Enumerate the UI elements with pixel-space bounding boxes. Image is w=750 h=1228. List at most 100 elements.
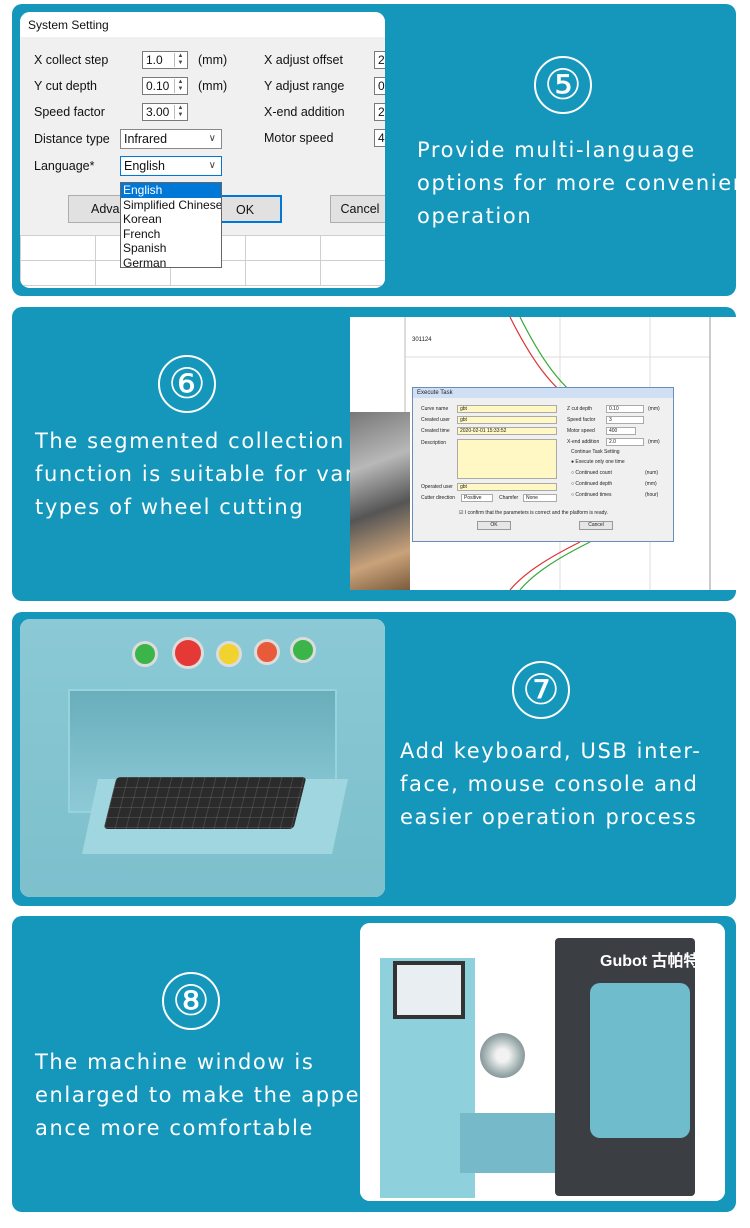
created-time-label: Created time bbox=[421, 428, 450, 434]
feature-text-8: The machine window is enlarged to make t… bbox=[35, 1046, 393, 1145]
language-option[interactable]: Korean bbox=[123, 212, 162, 226]
red-button-icon bbox=[254, 639, 280, 665]
x-end-addition-label: X-end addition bbox=[567, 439, 600, 445]
spin-arrows-icon[interactable]: ▲▼ bbox=[174, 105, 186, 119]
motor-speed-label: Motor speed bbox=[264, 131, 334, 145]
emergency-stop-icon bbox=[172, 637, 204, 669]
text-line: function is suitable for various bbox=[35, 462, 405, 486]
curve-name-input[interactable]: gbt bbox=[457, 405, 557, 413]
language-option[interactable]: English bbox=[121, 183, 221, 198]
machine-console bbox=[20, 619, 385, 897]
description-input[interactable] bbox=[457, 439, 557, 479]
speed-factor-label: Speed factor bbox=[34, 105, 105, 119]
text-line: operation bbox=[417, 204, 533, 228]
x-collect-step-label: X collect step bbox=[34, 53, 109, 67]
description-label: Description bbox=[421, 440, 447, 446]
x-collect-step-input[interactable]: 1.0▲▼ bbox=[142, 51, 188, 69]
chevron-down-icon: ∨ bbox=[208, 133, 216, 144]
ok-button[interactable]: OK bbox=[477, 521, 511, 530]
keyboard-console-photo bbox=[20, 619, 385, 897]
feature-text-5: Provide multi-language options for more … bbox=[417, 134, 736, 233]
step-number-8: ⑧ bbox=[162, 972, 220, 1030]
unit-label: (mm) bbox=[648, 406, 660, 412]
cutter-direction-select[interactable]: Positive bbox=[461, 494, 493, 502]
text-line: face, mouse console and bbox=[400, 772, 699, 796]
chamfer-label: Chamfer bbox=[499, 495, 519, 501]
text-line: Provide multi-language bbox=[417, 138, 696, 162]
execute-task-screenshot: 301124 Execute Task Curve name gbt Creat… bbox=[350, 317, 736, 590]
x-adjust-offset-input[interactable]: 2. bbox=[374, 51, 385, 69]
language-option[interactable]: Spanish bbox=[123, 241, 167, 255]
radio-continued-count[interactable]: ○ Continued count bbox=[571, 470, 612, 476]
language-select[interactable]: English∨ bbox=[120, 156, 222, 176]
speed-factor-input[interactable]: 3.00▲▼ bbox=[142, 103, 188, 121]
x-end-addition-input[interactable]: 2. bbox=[374, 103, 385, 121]
cutter-direction-label: Cutter direction bbox=[421, 495, 455, 501]
panel-keyboard-console: ⑦ Add keyboard, USB inter- face, mouse c… bbox=[12, 612, 736, 906]
distance-type-select[interactable]: Infrared∨ bbox=[120, 129, 222, 149]
green-button-icon bbox=[132, 641, 158, 667]
machine-window-door bbox=[590, 983, 690, 1138]
unit-label: (mm) bbox=[645, 481, 657, 487]
motor-speed-label: Motor speed bbox=[567, 428, 595, 434]
text-line: enlarged to make the appear- bbox=[35, 1083, 393, 1107]
language-label: Language* bbox=[34, 159, 95, 173]
dialog-title: Execute Task bbox=[413, 388, 673, 398]
x-end-addition-input[interactable]: 2.0 bbox=[606, 438, 644, 446]
feature-text-6: The segmented collection function is sui… bbox=[35, 425, 404, 524]
step-number-6: ⑥ bbox=[158, 355, 216, 413]
axis-value: 301124 bbox=[412, 337, 432, 343]
cancel-button[interactable]: Cancel bbox=[330, 195, 385, 223]
created-time-input[interactable]: 2020-02-01 15:33:52 bbox=[457, 427, 557, 435]
chamfer-select[interactable]: None bbox=[523, 494, 557, 502]
continue-task-title: Continue Task Setting bbox=[571, 449, 620, 455]
text-line: easier operation process bbox=[400, 805, 698, 829]
green-button-icon bbox=[290, 637, 316, 663]
language-option[interactable]: German bbox=[123, 255, 167, 268]
brand-logo: Gubot 古帕特 bbox=[600, 953, 700, 970]
confirm-checkbox[interactable]: ☑ I confirm that the parameters is corre… bbox=[459, 510, 608, 516]
motor-speed-input[interactable]: 40 bbox=[374, 129, 385, 147]
spin-arrows-icon[interactable]: ▲▼ bbox=[174, 53, 186, 67]
z-cut-depth-label: Z cut depth bbox=[567, 406, 593, 412]
language-dropdown-list[interactable]: English Simplified Chinese Korean French… bbox=[120, 182, 222, 268]
text-line: options for more convenient bbox=[417, 171, 736, 195]
lathe-machine-photo: Gubot 古帕特 bbox=[360, 923, 725, 1201]
motor-speed-input[interactable]: 400 bbox=[606, 427, 636, 435]
chevron-down-icon: ∨ bbox=[208, 160, 216, 171]
radio-execute-once[interactable]: ● Execute only one time bbox=[571, 459, 625, 465]
text-line: types of wheel cutting bbox=[35, 495, 305, 519]
x-end-addition-label: X-end addition bbox=[264, 105, 345, 119]
chuck-icon bbox=[480, 1033, 525, 1078]
y-cut-depth-input[interactable]: 0.10▲▼ bbox=[142, 77, 188, 95]
curve-name-label: Curve name bbox=[421, 406, 449, 412]
system-setting-screenshot: System Setting X collect step 1.0▲▼ (mm)… bbox=[20, 12, 385, 288]
y-adjust-range-label: Y adjust range bbox=[264, 79, 345, 93]
software-window: 301124 Execute Task Curve name gbt Creat… bbox=[350, 317, 736, 590]
panel-segmented-collection: ⑥ The segmented collection function is s… bbox=[12, 307, 736, 601]
system-setting-dialog: System Setting X collect step 1.0▲▼ (mm)… bbox=[20, 12, 385, 286]
showroom-photo bbox=[350, 412, 410, 590]
operated-user-label: Operated user bbox=[421, 484, 453, 490]
unit-label: (mm) bbox=[648, 439, 660, 445]
z-cut-depth-input[interactable]: 0.10 bbox=[606, 405, 644, 413]
cancel-button[interactable]: Cancel bbox=[579, 521, 613, 530]
speed-factor-input[interactable]: 3 bbox=[606, 416, 644, 424]
radio-continued-depth[interactable]: ○ Continued depth bbox=[571, 481, 613, 487]
radio-label: Continued count bbox=[575, 470, 612, 476]
created-user-input[interactable]: gbt bbox=[457, 416, 557, 424]
language-option[interactable]: French bbox=[123, 226, 161, 241]
unit-label: (mm) bbox=[198, 79, 228, 93]
y-adjust-range-input[interactable]: 0. bbox=[374, 77, 385, 95]
spin-arrows-icon[interactable]: ▲▼ bbox=[174, 79, 186, 93]
panel-machine-window: ⑧ The machine window is enlarged to make… bbox=[12, 916, 736, 1212]
y-cut-depth-label: Y cut depth bbox=[34, 79, 98, 93]
step-number-7: ⑦ bbox=[512, 661, 570, 719]
language-option[interactable]: Simplified Chinese bbox=[123, 197, 222, 212]
speed-factor-label: Speed factor bbox=[567, 417, 596, 423]
text-line: The segmented collection bbox=[35, 429, 345, 453]
yellow-button-icon bbox=[216, 641, 242, 667]
radio-continued-times[interactable]: ○ Continued times bbox=[571, 492, 612, 498]
operated-user-input[interactable]: gbt bbox=[457, 483, 557, 491]
x-adjust-offset-label: X adjust offset bbox=[264, 53, 343, 67]
